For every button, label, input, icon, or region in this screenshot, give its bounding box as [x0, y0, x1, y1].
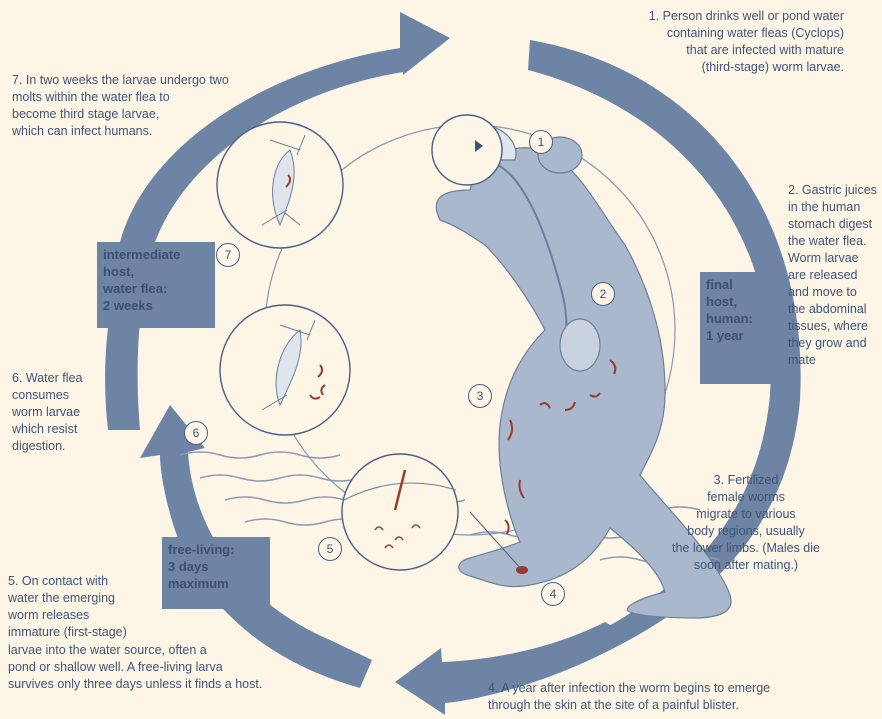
step-number-6: 6 [184, 421, 208, 445]
phase-free-living: free-living: 3 days maximum [162, 537, 270, 609]
stage-7-text: 7. In two weeks the larvae undergo two m… [12, 72, 229, 140]
phase-intermediate-host: intermediate host, water flea: 2 weeks [97, 242, 215, 328]
stage-2-text: 2. Gastric juices in the human stomach d… [788, 182, 877, 369]
inset-water-flea-molting [217, 122, 343, 248]
step-number-1: 1 [529, 130, 553, 154]
step-number-3: 3 [468, 384, 492, 408]
stage-3-text: 3. Fertilized female worms migrate to va… [672, 472, 820, 574]
inset-water-flea-eating [220, 305, 350, 435]
stage-5-text-lower: larvae into the water source, often a po… [8, 642, 262, 693]
step-number-2: 2 [591, 282, 615, 306]
stage-1-text: 1. Person drinks well or pond water cont… [649, 8, 844, 76]
phase-final-host: final host, human: 1 year [700, 272, 782, 384]
inset-larvae-release [342, 454, 458, 570]
stage-6-text: 6. Water flea consumes worm larvae which… [12, 370, 82, 455]
step-number-5: 5 [318, 537, 342, 561]
stage-4-text: 4. A year after infection the worm begin… [488, 680, 770, 714]
stomach [560, 319, 600, 371]
inset-infected-cup [432, 115, 502, 185]
step-number-7: 7 [216, 243, 240, 267]
step-number-4: 4 [541, 582, 565, 606]
stage-5-text-upper: 5. On contact with water the emerging wo… [8, 573, 127, 641]
